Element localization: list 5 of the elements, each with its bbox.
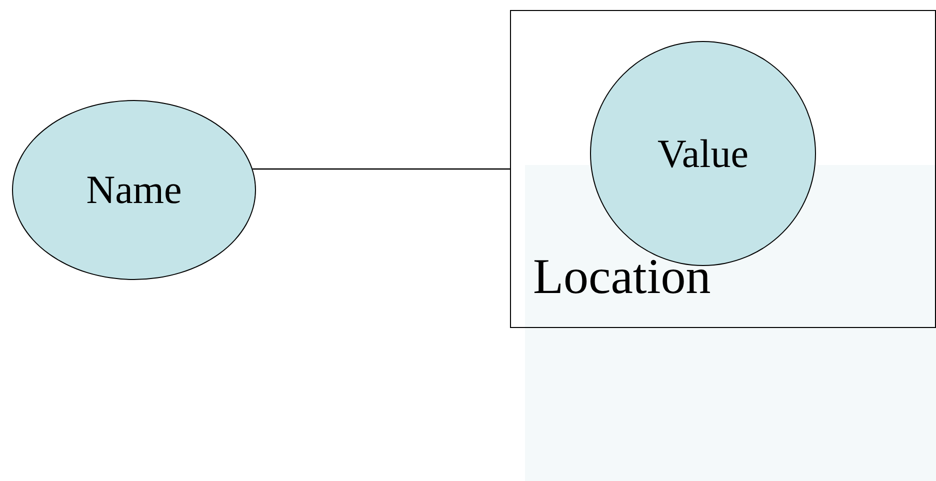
node-label: Value: [657, 134, 749, 174]
node-label: Name: [86, 170, 182, 210]
node-label: Location: [533, 251, 711, 301]
container-box: [510, 10, 936, 328]
connector-line: [252, 168, 510, 170]
